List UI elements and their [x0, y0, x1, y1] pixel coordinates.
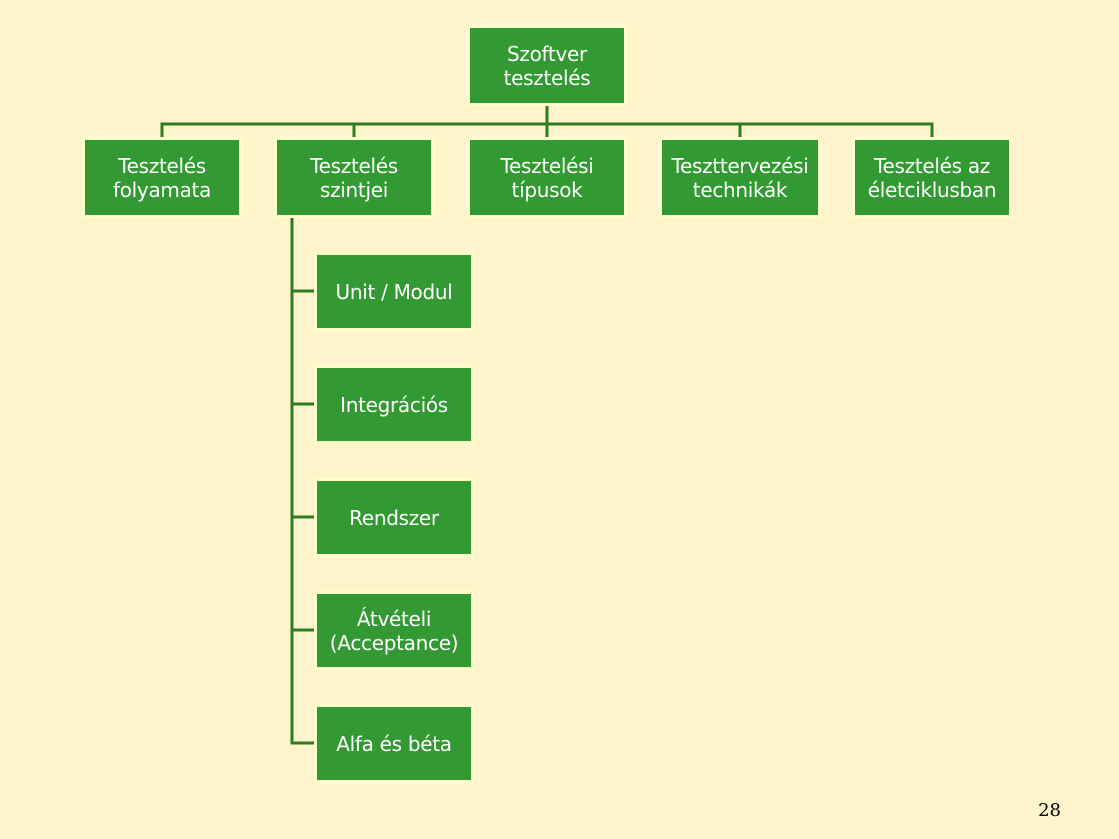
category-node-teszteles-az-eletciklusban: Tesztelés az életciklusban — [852, 137, 1012, 218]
level-node-integracios: Integrációs — [314, 365, 474, 444]
root-node-szoftver-teszteles: Szoftver tesztelés — [467, 25, 627, 106]
level-node-rendszer: Rendszer — [314, 478, 474, 557]
level-node-unit-modul: Unit / Modul — [314, 252, 474, 331]
category-node-teszttervezesi-technikak: Teszttervezési technikák — [659, 137, 821, 218]
slide-number: 28 — [1038, 800, 1061, 821]
level-node-atveteli-acceptance: Átvételi (Acceptance) — [314, 591, 474, 670]
category-node-teszteles-folyamata: Tesztelés folyamata — [82, 137, 242, 218]
category-node-tesztelesi-tipusok: Tesztelési típusok — [467, 137, 627, 218]
category-node-teszteles-szintjei: Tesztelés szintjei — [274, 137, 434, 218]
level-node-alfa-es-beta: Alfa és béta — [314, 704, 474, 783]
